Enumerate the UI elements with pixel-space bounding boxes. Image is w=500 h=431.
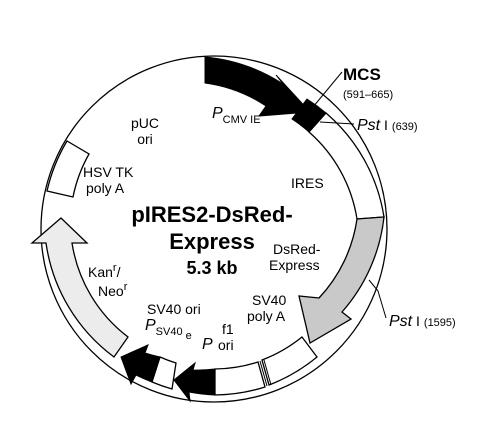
plasmid-size: 5.3 kb xyxy=(186,258,237,278)
sv40-polya-label-1: SV40 xyxy=(252,292,286,308)
hsv-tk-label-2: poly A xyxy=(86,180,125,196)
psv40-promoter-arrow xyxy=(120,344,161,386)
dsred-label-2: Express xyxy=(269,257,320,273)
kan-neo-label-2: Neor xyxy=(98,281,128,299)
pst2-label: Pst I(1595) xyxy=(389,313,456,330)
p-cmv-label: PCMV IE xyxy=(212,105,261,126)
plasmid-backbone xyxy=(40,55,388,403)
polya-f1-separator-2 xyxy=(259,360,268,387)
hsv-tk-label-1: HSV TK xyxy=(83,164,134,180)
pst1-label: Pst I(639) xyxy=(357,117,418,134)
pst2-leader xyxy=(368,279,387,319)
mcs-label: MCS xyxy=(343,65,381,84)
pst1-leader xyxy=(319,121,355,125)
ires-label: IRES xyxy=(291,175,324,191)
hsv-tk-polya-box xyxy=(46,140,90,198)
p-label: P xyxy=(202,336,213,353)
plasmid-name-line2: Express xyxy=(169,229,255,254)
dsred-express-arrow xyxy=(298,216,385,345)
polya-f1-separator xyxy=(263,359,272,386)
plasmid-name-line1: pIRES2-DsRed- xyxy=(131,202,292,227)
kan-neo-arrow xyxy=(30,217,129,358)
mcs-range: (591–665) xyxy=(343,89,393,101)
puc-ori-label-1: pUC xyxy=(131,115,159,131)
p-promoter-arrow xyxy=(173,361,216,403)
f1-ori-label-2: ori xyxy=(218,337,234,353)
dsred-label-1: DsRed- xyxy=(273,241,321,257)
puc-ori-label-2: ori xyxy=(137,131,153,147)
sv40-ori-label: SV40 ori xyxy=(147,301,201,317)
sv40-polya-box xyxy=(261,336,318,386)
f1-ori-box xyxy=(214,361,266,396)
mcs-leader xyxy=(312,71,343,108)
sv40-polya-label-2: poly A xyxy=(247,308,286,324)
f1-ori-label-1: f1 xyxy=(222,321,234,337)
kan-neo-label-1: Kanr/ xyxy=(88,262,121,280)
